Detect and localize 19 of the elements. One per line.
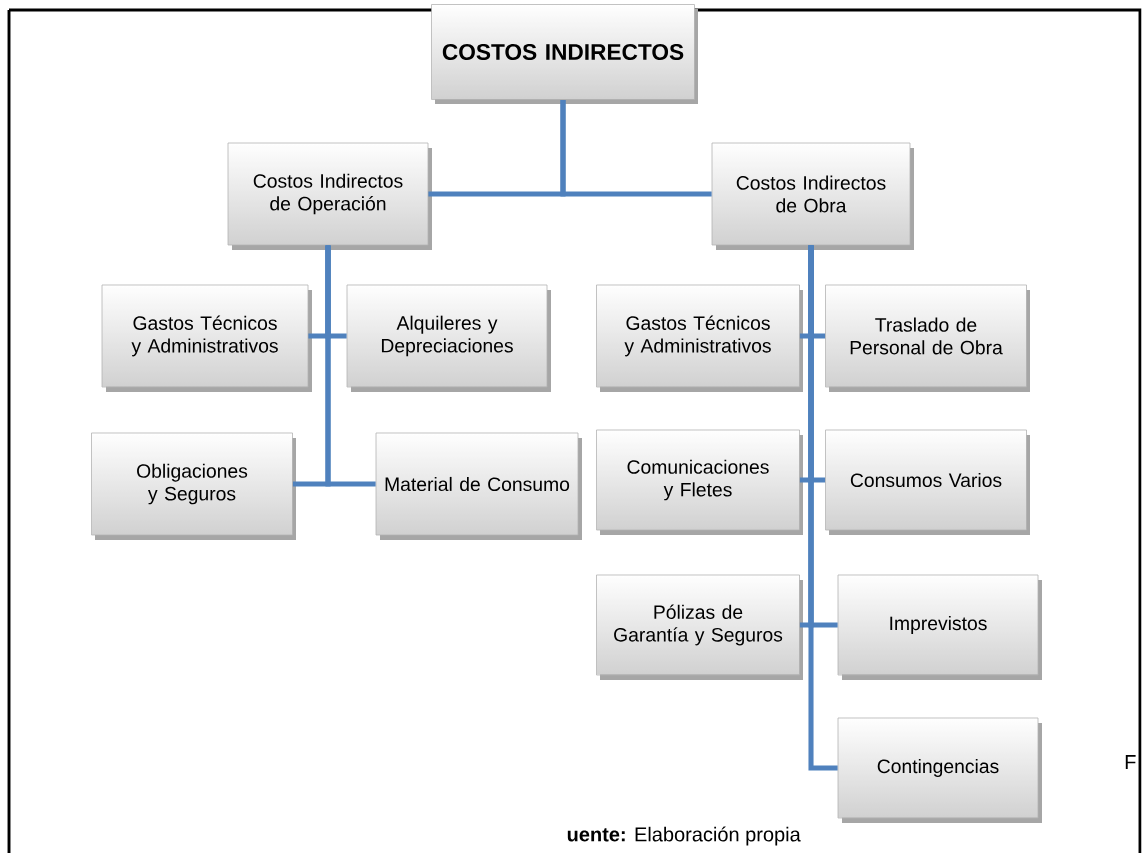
box: Material de Consumo [375, 432, 582, 540]
box: Costos Indirectos de Obra [711, 142, 914, 250]
box: Obligaciones y Seguros [91, 432, 296, 540]
box: Comunicaciones y Fletes [596, 429, 803, 535]
box: Imprevistos [837, 574, 1042, 680]
box: Consumos Varios [825, 429, 1030, 535]
connector [560, 99, 712, 197]
box: Gastos Técnicos y Administrativos [596, 284, 803, 392]
box: Costos Indirectos de Operación [227, 142, 432, 250]
note: uente: Elaboración propia [567, 826, 801, 846]
box: Alquileres y Depreciaciones [346, 284, 551, 392]
connector [325, 245, 376, 487]
box: Traslado de Personal de Obra [825, 284, 1030, 392]
connector [808, 245, 838, 771]
box: Gastos Técnicos y Administrativos [101, 284, 312, 392]
box: Contingencias [837, 717, 1042, 823]
box: Pólizas de Garantía y Seguros [596, 574, 803, 680]
note: F [1125, 755, 1136, 769]
box: COSTOS INDIRECTOS [431, 4, 698, 104]
